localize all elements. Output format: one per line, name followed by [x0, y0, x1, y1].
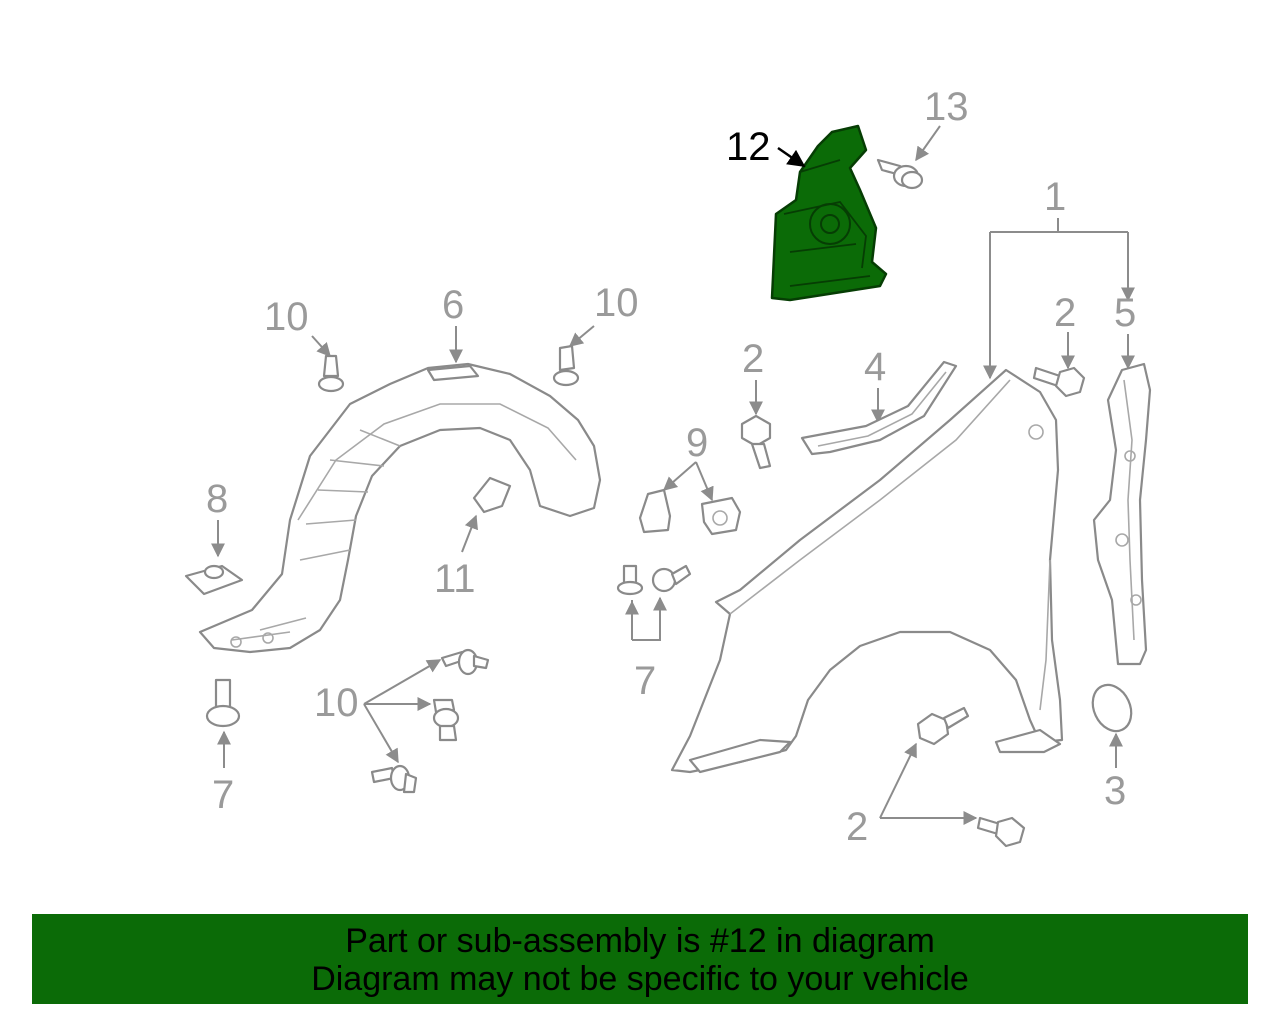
callout-1: 1	[1044, 175, 1066, 219]
part-7-screw-a[interactable]	[616, 564, 644, 596]
part-11-plate[interactable]	[472, 476, 512, 514]
callout-10-left: 10	[264, 295, 309, 339]
info-banner: Part or sub-assembly is #12 in diagram D…	[32, 914, 1248, 1004]
callout-6: 6	[442, 283, 464, 327]
part-3-plug[interactable]	[1086, 679, 1139, 738]
part-9-clip-b[interactable]	[700, 496, 742, 536]
callout-3: 3	[1104, 769, 1126, 813]
callout-10-lower: 10	[314, 681, 359, 725]
part-12-splash-shield[interactable]	[770, 124, 888, 302]
callout-9: 9	[686, 421, 708, 465]
callout-4: 4	[864, 345, 886, 389]
part-6-fender-liner[interactable]	[198, 362, 602, 654]
part-1-fender[interactable]	[670, 368, 1064, 774]
part-13-clip[interactable]	[876, 158, 924, 190]
part-2-bolt-upper[interactable]	[1032, 366, 1086, 398]
part-10-clip-right[interactable]	[552, 344, 580, 387]
callout-2-middle: 2	[742, 337, 764, 381]
part-2-bolt-middle[interactable]	[740, 414, 772, 470]
callout-12: 12	[726, 125, 771, 169]
callout-7-middle: 7	[634, 659, 656, 703]
part-10-clip-left[interactable]	[317, 354, 345, 393]
parts-diagram: 12 13 1 5 2 3	[184, 85, 1152, 849]
part-10-clip-lower-a[interactable]	[440, 648, 490, 676]
callout-11: 11	[434, 557, 476, 601]
part-2-bolt-lower-b[interactable]	[976, 816, 1026, 848]
part-4-seal[interactable]	[800, 360, 958, 456]
callout-8: 8	[206, 477, 228, 521]
part-2-bolt-lower-a[interactable]	[916, 706, 970, 746]
part-10-clip-lower-c[interactable]	[370, 764, 418, 794]
part-7-screw-left[interactable]	[205, 678, 241, 728]
callout-5: 5	[1114, 291, 1136, 335]
banner-line-1: Part or sub-assembly is #12 in diagram	[345, 922, 935, 960]
part-10-clip-lower-b[interactable]	[432, 698, 460, 742]
callout-13: 13	[924, 85, 969, 129]
callout-2-lower: 2	[846, 805, 868, 849]
callout-10-right: 10	[594, 281, 639, 325]
banner-line-2: Diagram may not be specific to your vehi…	[311, 960, 969, 998]
part-8-nut-clip[interactable]	[184, 564, 244, 596]
part-7-screw-b[interactable]	[651, 564, 692, 593]
callout-2-upper: 2	[1054, 291, 1076, 335]
part-5-fender-bracket[interactable]	[1092, 362, 1152, 666]
part-9-clip-a[interactable]	[638, 488, 672, 534]
callout-7-left: 7	[212, 773, 234, 817]
